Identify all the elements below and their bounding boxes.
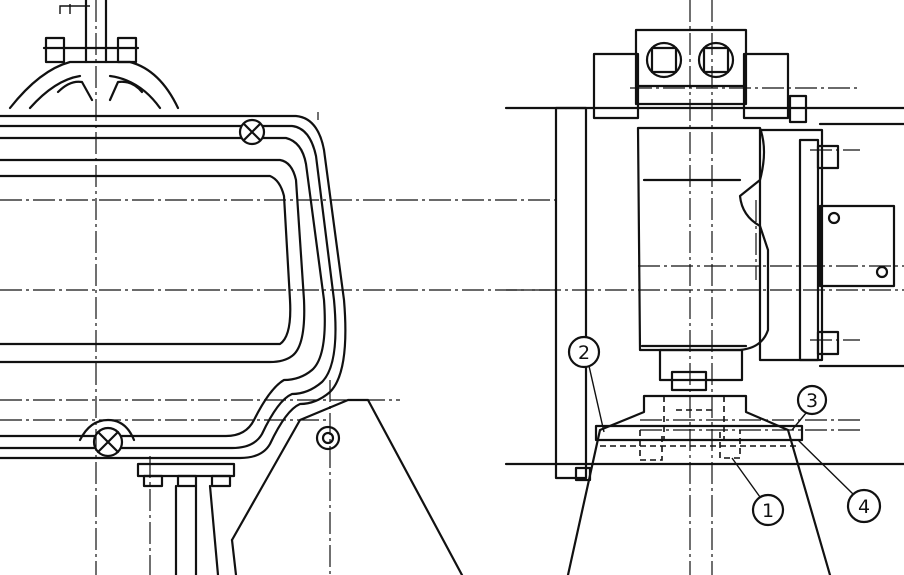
bolt-head <box>116 36 138 64</box>
hex-bolt-icon <box>645 41 683 79</box>
screw-icon <box>315 425 341 451</box>
side-box <box>818 204 896 288</box>
callout-2: 2 <box>567 335 605 433</box>
callout-2-label: 2 <box>578 342 590 364</box>
callout-1: 1 <box>731 457 785 527</box>
bottom-flange <box>136 462 236 478</box>
housing-outer <box>0 114 347 460</box>
top-block <box>634 28 748 106</box>
bolt-head <box>44 36 66 64</box>
side-plate <box>554 106 588 480</box>
main-body <box>636 126 770 352</box>
screw-icon <box>875 265 889 279</box>
top-bracket <box>8 60 180 110</box>
callout-3: 3 <box>791 384 828 431</box>
hex-bolt-icon <box>697 41 735 79</box>
side-view <box>504 0 904 575</box>
screw-icon <box>827 211 841 225</box>
support-foot <box>566 394 832 575</box>
callout-3-label: 3 <box>806 390 818 412</box>
window-frame <box>0 158 306 364</box>
front-view <box>0 0 560 575</box>
callout-4-label: 4 <box>858 496 870 518</box>
callout-4: 4 <box>797 439 882 524</box>
callout-1-label: 1 <box>762 500 774 522</box>
